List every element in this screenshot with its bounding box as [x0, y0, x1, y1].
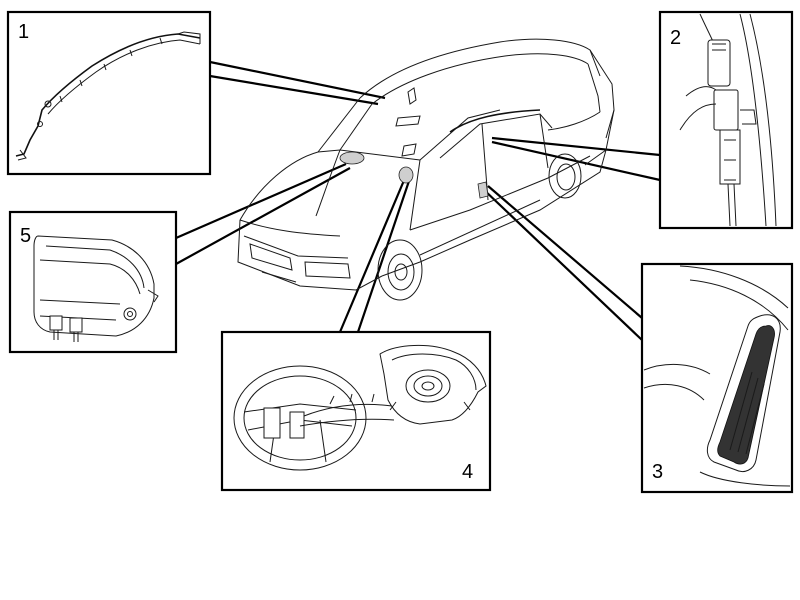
leader-line-2b: [491, 140, 661, 182]
car-illustration: [237, 38, 615, 301]
panel-3-seat-side-airbag: 3: [640, 262, 794, 494]
seat-airbag-marker: [477, 181, 489, 199]
callout-2: 2: [670, 27, 681, 49]
leader-line-5b: [175, 167, 351, 265]
leader-line-3a: [481, 187, 643, 341]
curtain-rail-drawing: [15, 31, 201, 161]
curtain-marker: [449, 109, 541, 133]
leader-line-4b: [356, 177, 412, 333]
leader-line-2a: [491, 136, 661, 157]
panel-4-steering-wheel-airbag: 4: [220, 330, 492, 492]
seat-airbag-drawing: [643, 265, 791, 487]
steering-wheel-drawing: [233, 365, 395, 471]
leader-line-1b: [209, 74, 379, 106]
callout-4: 4: [462, 461, 473, 483]
panel-1-inflatable-curtain: 1: [6, 10, 212, 176]
passenger-airbag-module-drawing: [33, 235, 159, 342]
callout-5: 5: [20, 225, 31, 247]
panel-2-pillar-component: 2: [658, 10, 794, 230]
leader-line-1a: [209, 60, 386, 100]
passenger-airbag-marker: [339, 151, 365, 165]
callout-3: 3: [652, 461, 663, 483]
panel-5-passenger-airbag: 5: [8, 210, 178, 354]
pillar-inflator-drawing: [679, 13, 777, 227]
leader-line-5a: [175, 162, 347, 240]
callout-1: 1: [18, 21, 29, 43]
leader-line-4a: [338, 177, 407, 333]
steering-airbag-marker: [398, 166, 414, 184]
panel-1-frame: [6, 10, 212, 176]
leader-line-3b: [487, 185, 643, 319]
driver-airbag-module-drawing: [379, 344, 487, 425]
leader-lines: [175, 60, 661, 341]
